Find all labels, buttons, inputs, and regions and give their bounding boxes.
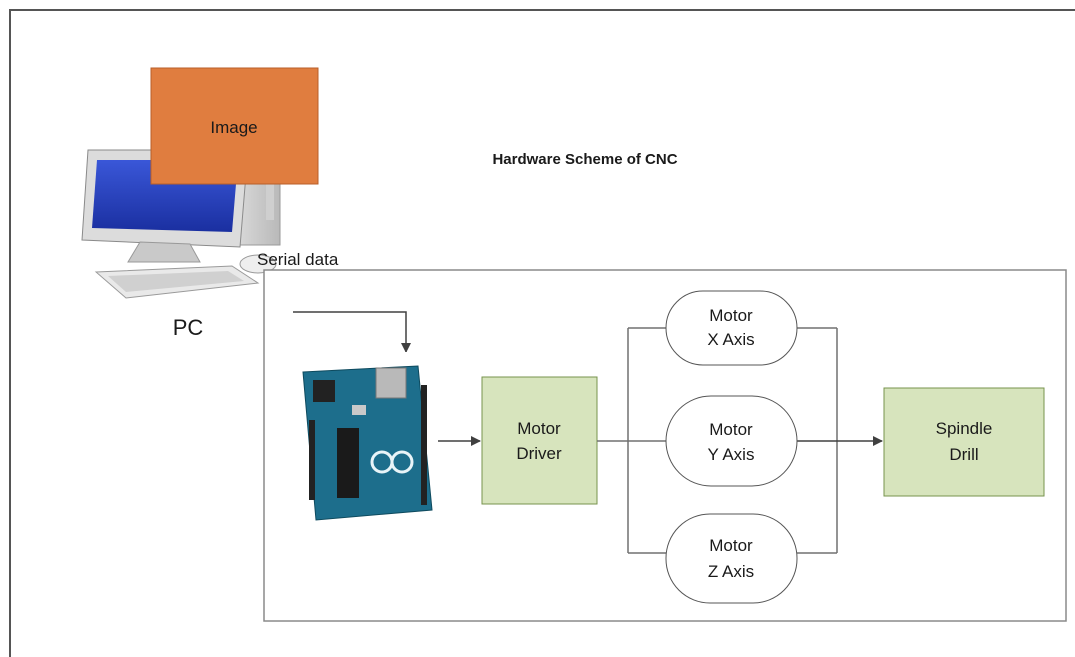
motor-driver-label: Motor [517,419,561,438]
motor-driver-box [481,376,598,505]
motor-y-axis-label: Y Axis [708,445,755,464]
arduino-board-icon [294,352,436,530]
drill-label: Drill [949,445,978,464]
motor-z-axis-label: Z Axis [708,562,754,581]
motor-x-label: Motor [709,306,753,325]
outer-frame [9,9,1075,657]
motor-x-axis-label: X Axis [707,330,754,349]
spindle-drill-box [883,387,1045,497]
serial-data-label: Serial data [257,250,339,269]
diagram-title: Hardware Scheme of CNC [492,151,677,168]
motor-y-label: Motor [709,420,753,439]
motor-x-node [665,290,798,366]
image-box-label: Image [210,118,257,137]
motor-y-node [665,395,798,487]
connector-lines [597,327,838,554]
motor-driver-label-2: Driver [516,444,562,463]
motor-z-node [665,513,798,604]
pc-computer-icon [81,149,281,299]
spindle-label: Spindle [936,419,993,438]
motor-z-label: Motor [709,536,753,555]
serial-arrow [293,311,411,353]
image-box [150,67,319,185]
pc-label: PC [173,315,204,340]
